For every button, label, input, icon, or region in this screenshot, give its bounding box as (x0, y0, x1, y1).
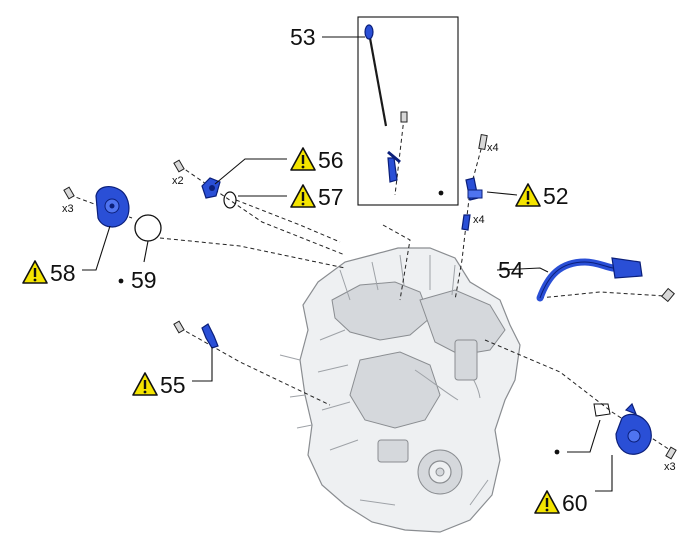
callout-53-number: 53 (290, 24, 316, 50)
callout-52-number: 52 (543, 183, 569, 209)
warning-triangle-icon (290, 147, 316, 171)
callout-57: 57 (290, 184, 344, 210)
qty-52-bottom: x4 (473, 214, 485, 226)
dipstick-group-box (357, 16, 459, 206)
dot-icon (118, 278, 124, 284)
part-60-oil-pump (593, 402, 677, 460)
qty-58: x3 (62, 203, 74, 215)
callout-56: 56 (290, 147, 344, 173)
callout-58-number: 58 (50, 260, 76, 286)
warning-triangle-icon (290, 184, 316, 208)
part-55-sensor (173, 320, 219, 349)
part-53-oil-level-gauge (364, 24, 408, 183)
engine-block (279, 247, 521, 533)
qty-60: x3 (664, 461, 676, 473)
callout-58: 58 (22, 260, 76, 286)
warning-triangle-icon (534, 490, 560, 514)
callout-59-number: 59 (131, 267, 157, 293)
qty-52-top: x4 (487, 142, 499, 154)
warning-triangle-icon (22, 260, 48, 284)
dot-icon (554, 449, 560, 455)
callout-52: 52 (515, 183, 569, 209)
callout-54-number: 54 (498, 257, 524, 283)
callout-60-number: 60 (562, 490, 588, 516)
callout-55-number: 55 (160, 372, 186, 398)
qty-56: x2 (172, 175, 184, 187)
callout-56-number: 56 (318, 147, 344, 173)
part-57-o-ring (223, 191, 237, 209)
warning-triangle-icon (515, 183, 541, 207)
part-54-hose (536, 257, 675, 303)
leader-lines (82, 36, 613, 492)
part-52-sensor (461, 134, 488, 231)
callout-55: 55 (132, 372, 186, 398)
dot-icon (438, 190, 444, 196)
warning-triangle-icon (132, 372, 158, 396)
part-58-vacuum-pump (63, 186, 130, 228)
callout-57-number: 57 (318, 184, 344, 210)
part-59-gasket (134, 214, 162, 242)
callout-60: 60 (534, 490, 588, 516)
